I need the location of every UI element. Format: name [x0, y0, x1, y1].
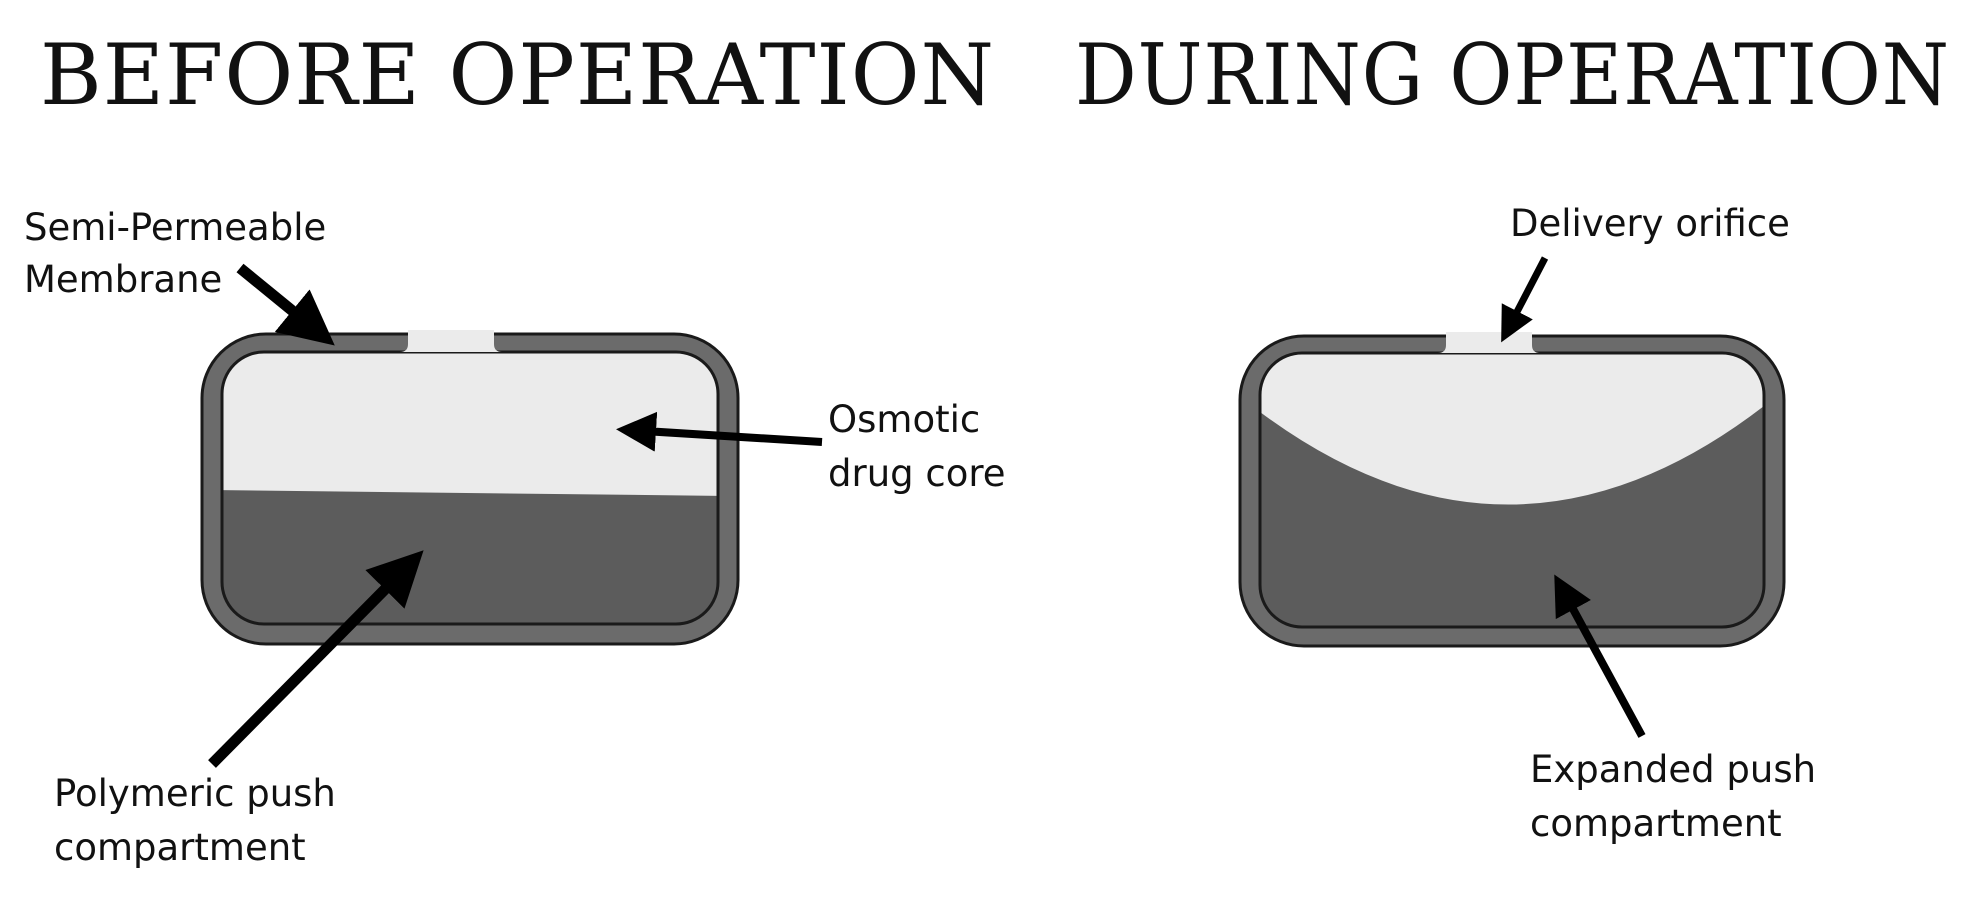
polymeric-label-line1: Polymeric push — [54, 772, 336, 815]
delivery-orifice-gap-during — [1438, 332, 1540, 353]
delivery-orifice-gap-before — [400, 330, 502, 352]
expanded-push-arrow — [1554, 574, 1646, 738]
osmotic-label-line2: drug core — [828, 452, 1006, 495]
during-operation-heading: DURING OPERATION — [1075, 26, 1950, 124]
membrane-label-line2: Membrane — [24, 258, 222, 301]
polymeric-label-line2: compartment — [54, 826, 306, 869]
polymeric-push-arrow — [208, 550, 424, 768]
before-operation-heading: BEFORE OPERATION — [40, 26, 995, 124]
expanded-label-line1: Expanded push — [1530, 748, 1816, 791]
expanded-push-compartment-region — [1260, 406, 1764, 627]
delivery-orifice-arrow — [1501, 256, 1549, 343]
membrane-arrow — [236, 263, 335, 346]
orifice-label: Delivery orifice — [1510, 202, 1790, 245]
callout-arrows — [208, 256, 1646, 768]
tablet-during — [1238, 332, 1786, 648]
osmotic-core-arrow — [616, 411, 823, 452]
polymeric-push-compartment-region — [222, 490, 718, 624]
osmotic-label-line1: Osmotic — [828, 398, 980, 441]
membrane-label-line1: Semi-Permeable — [24, 206, 326, 249]
tablet-before — [200, 330, 740, 646]
expanded-label-line2: compartment — [1530, 802, 1782, 845]
